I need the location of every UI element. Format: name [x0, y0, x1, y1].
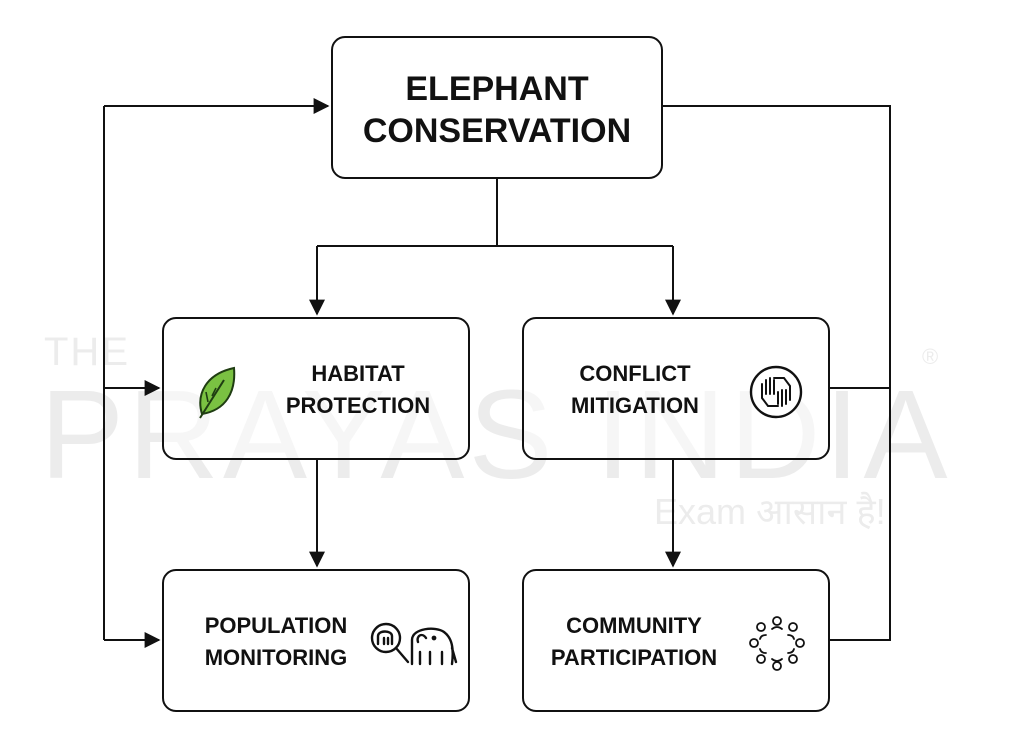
root-label-line2: CONSERVATION [362, 112, 632, 150]
conflict-label: CONFLICT MITIGATION [550, 358, 720, 422]
node-conflict-mitigation: CONFLICT MITIGATION [522, 317, 830, 460]
population-label-line2: MONITORING [204, 645, 348, 670]
conflict-label-line2: MITIGATION [571, 393, 699, 418]
people-circle-icon [749, 616, 805, 671]
population-label: POPULATION MONITORING [176, 610, 376, 674]
watermark-registered: ® [922, 344, 939, 369]
leaf-icon [199, 366, 236, 419]
watermark-tagline: Exam आसान है! [654, 491, 886, 532]
root-label-line1: ELEPHANT [405, 70, 589, 108]
node-community-participation: COMMUNITY PARTICIPATION [522, 569, 830, 712]
habitat-label-line2: PROTECTION [285, 393, 431, 418]
habitat-label-line1: HABITAT [311, 361, 405, 386]
community-label-line2: PARTICIPATION [550, 645, 718, 670]
watermark-the: THE [44, 330, 130, 374]
community-label: COMMUNITY PARTICIPATION [534, 610, 734, 674]
habitat-label: HABITAT PROTECTION [268, 358, 448, 422]
root-node-elephant-conservation: ELEPHANT CONSERVATION [331, 36, 663, 179]
root-node-label: ELEPHANT CONSERVATION [333, 68, 661, 152]
node-habitat-protection: HABITAT PROTECTION [162, 317, 470, 460]
right-loop-line [663, 105, 891, 641]
community-label-line1: COMMUNITY [566, 613, 702, 638]
population-label-line1: POPULATION [204, 613, 348, 638]
node-population-monitoring: POPULATION MONITORING [162, 569, 470, 712]
conflict-label-line1: CONFLICT [579, 361, 691, 386]
hands-icon [749, 365, 803, 419]
magnifier-elephant-icon [370, 622, 458, 666]
